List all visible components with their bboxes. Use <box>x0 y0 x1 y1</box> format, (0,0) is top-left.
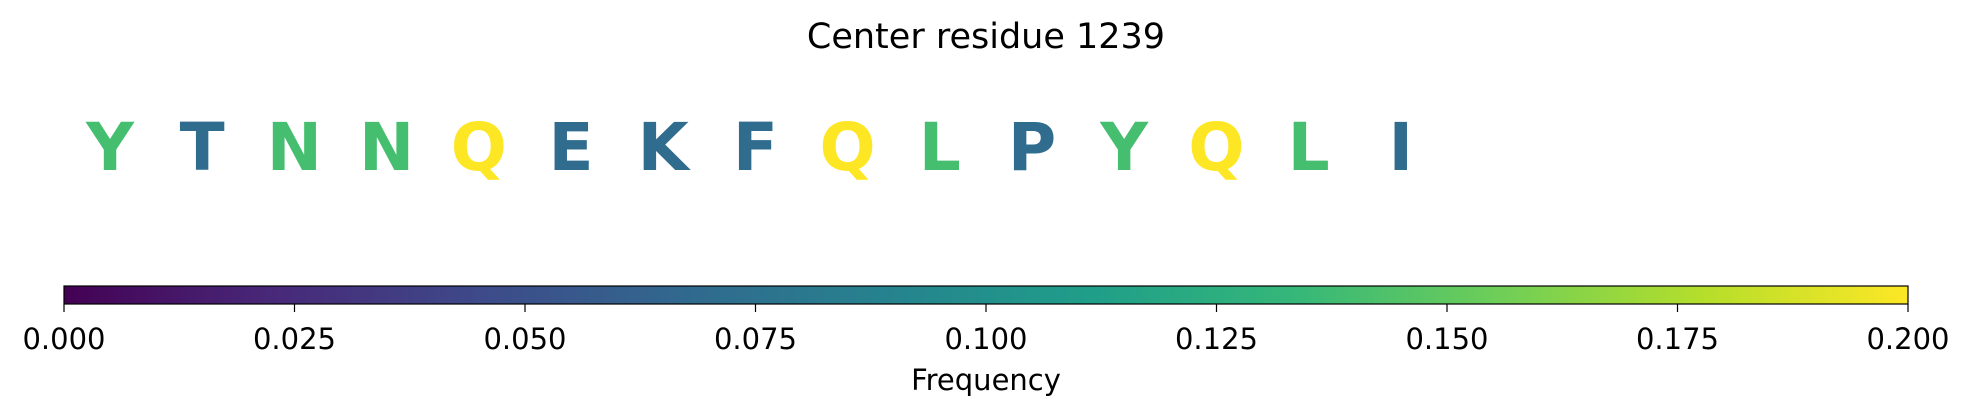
chart-title: Center residue 1239 <box>807 17 1165 57</box>
residue-letter: E <box>548 109 593 186</box>
colorbar-tick-label: 0.050 <box>483 322 566 356</box>
colorbar-ticks: 0.000 0.025 0.050 0.075 0.100 0.125 0.150 0.175… <box>22 304 1950 356</box>
residue-letter: P <box>1008 109 1056 186</box>
residue-letter: N <box>359 109 414 186</box>
colorbar-tick-label: 0.025 <box>253 322 336 356</box>
residue-letter: L <box>1288 109 1330 186</box>
residue-letter: Q <box>451 109 507 186</box>
colorbar-tick-label: 0.075 <box>714 322 797 356</box>
residue-letter: Q <box>820 109 876 186</box>
colorbar <box>63 285 1909 305</box>
colorbar-label: Frequency <box>911 363 1061 397</box>
colorbar-tick-label: 0.125 <box>1175 322 1258 356</box>
residue-letter: Q <box>1188 109 1244 186</box>
residue-letter: N <box>267 109 322 186</box>
residue-letter: Y <box>1099 109 1149 186</box>
colorbar-tick-label: 0.200 <box>1866 322 1949 356</box>
residue-letter: Y <box>85 109 135 186</box>
residue-letter: F <box>733 109 778 186</box>
residue-letter: T <box>180 109 225 186</box>
colorbar-tick-label: 0.000 <box>22 322 105 356</box>
residue-letter: L <box>919 109 961 186</box>
colorbar-tick-label: 0.175 <box>1636 322 1719 356</box>
colorbar-tick-label: 0.150 <box>1405 322 1488 356</box>
residue-letter: K <box>638 109 692 186</box>
residue-letter: I <box>1389 109 1414 186</box>
colorbar-tick-label: 0.100 <box>944 322 1027 356</box>
